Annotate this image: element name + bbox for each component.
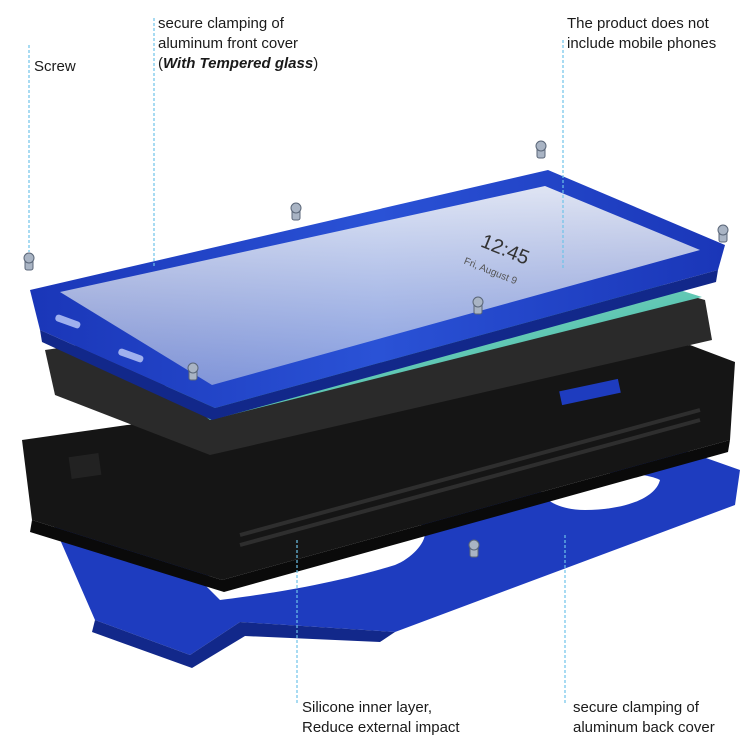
callout-no-phone: The product does not include mobile phon… — [567, 14, 716, 54]
callout-screw: Screw — [34, 58, 76, 75]
callout-front-cover: secure clamping of aluminum front cover … — [158, 14, 318, 74]
callout-silicone: Silicone inner layer, Reduce external im… — [302, 698, 460, 738]
screw-icon — [23, 140, 729, 558]
back-cover-line2: aluminum back cover — [573, 719, 715, 736]
leader-lines — [28, 18, 566, 705]
no-phone-line2: include mobile phones — [567, 35, 717, 52]
aluminum-front-cover — [30, 170, 725, 420]
silicone-inner-layer — [22, 345, 735, 592]
front-cover-line2: aluminum front cover — [158, 35, 299, 52]
silicone-line2: Reduce external impact — [302, 719, 460, 736]
front-cover-line3: (With Tempered glass) — [158, 55, 319, 72]
no-phone-line1: The product does not — [567, 15, 709, 32]
front-cover-line1: secure clamping of — [158, 15, 284, 32]
silicone-ridges — [239, 408, 701, 547]
back-cover-line1: secure clamping of — [573, 699, 699, 716]
callout-back-cover: secure clamping of aluminum back cover — [573, 698, 715, 738]
silicone-line1: Silicone inner layer, — [302, 699, 433, 716]
